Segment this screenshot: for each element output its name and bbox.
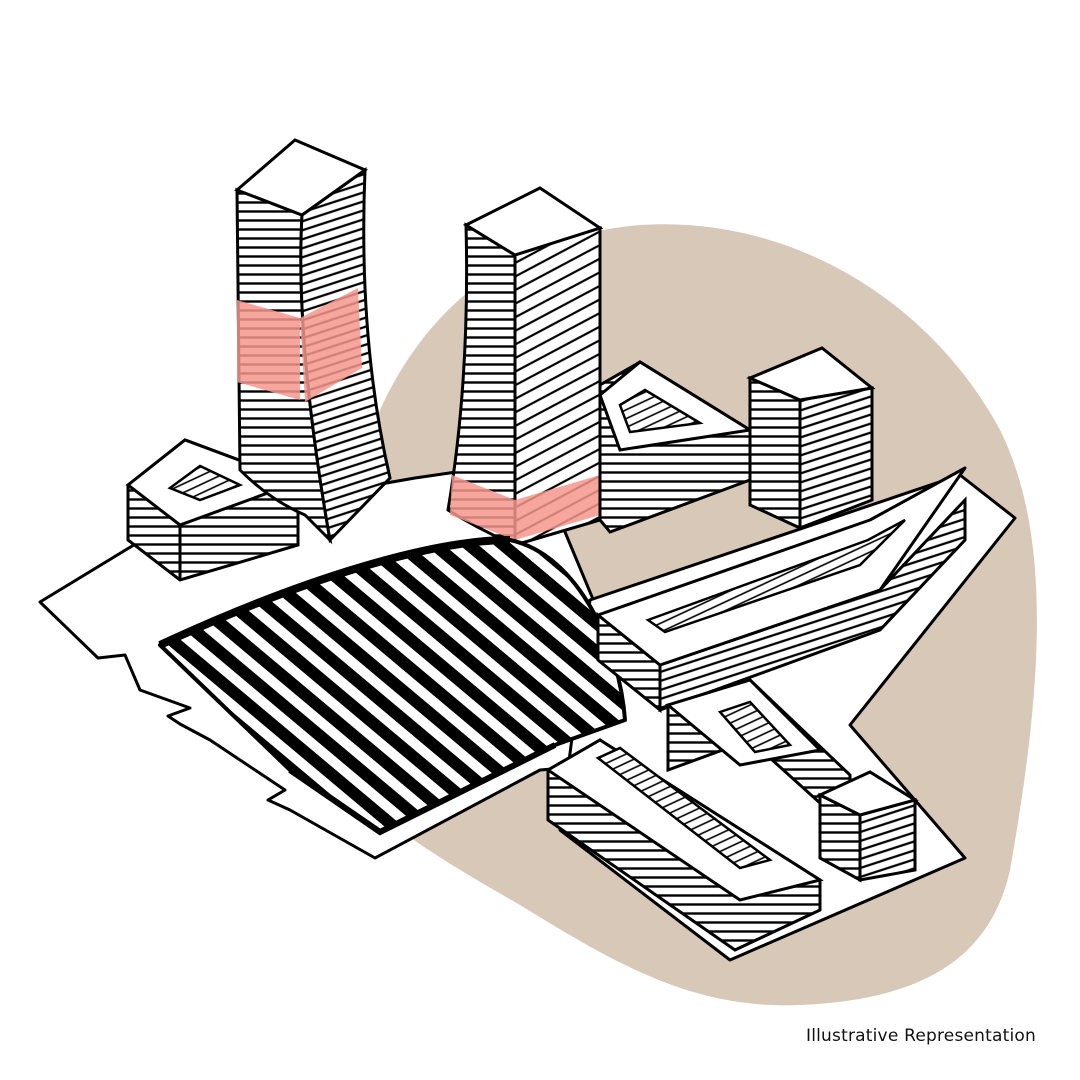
station-roof [158, 536, 627, 836]
cube-building-lower [816, 770, 919, 883]
caption: Illustrative Representation [806, 1026, 1036, 1046]
slab-building-upper [596, 466, 967, 714]
tower-right [746, 346, 876, 531]
tower-left [234, 138, 392, 545]
low-building-left [125, 438, 303, 582]
tower-middle [446, 186, 604, 548]
u-building-lower [545, 678, 852, 952]
low-building-center [598, 360, 755, 534]
